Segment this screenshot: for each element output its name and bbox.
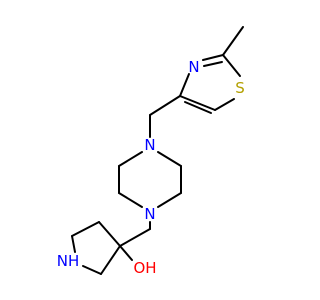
bond-c2-n3-b	[203, 61, 223, 67]
bond-c2p-c3	[100, 245, 121, 275]
atom-labels: N S N N NH OH	[57, 58, 245, 277]
bond-n3-c4	[179, 73, 190, 97]
bond-pip-1	[118, 151, 143, 167]
bond-c4-c5-a	[179, 95, 216, 111]
bond-c5p-n	[71, 235, 76, 253]
bond-n-c2p	[82, 265, 102, 275]
bond-pip-6	[157, 192, 182, 208]
bond-c3-oh	[119, 245, 133, 261]
bond-c3-c4p	[98, 221, 121, 247]
bond-c4-c5-b	[184, 101, 212, 114]
molecule-canvas: N S N N NH OH	[56, 26, 245, 277]
atom-n-piperazine-bottom: N	[144, 205, 155, 223]
bond-c4-ch2	[149, 95, 181, 116]
bond-c4p-c5p	[71, 221, 100, 237]
structure-diagram: N S N N NH OH	[57, 26, 245, 277]
bond-pip-3	[118, 192, 143, 208]
bond-s1-c5	[214, 98, 235, 111]
atom-s-thiazole: S	[235, 79, 245, 97]
bonds	[71, 26, 244, 275]
bond-c2-n3-a	[202, 54, 224, 61]
atom-n-thiazole: N	[188, 58, 199, 76]
bond-ch2-c3	[119, 228, 151, 247]
bond-c2-s1	[222, 54, 241, 77]
atom-n-piperazine-top: N	[144, 136, 155, 154]
atom-nh-pyrrolidine: NH	[57, 252, 80, 270]
bond-pip-4	[157, 151, 182, 167]
atom-oh: OH	[133, 259, 156, 277]
bond-methyl-c2	[222, 26, 244, 56]
